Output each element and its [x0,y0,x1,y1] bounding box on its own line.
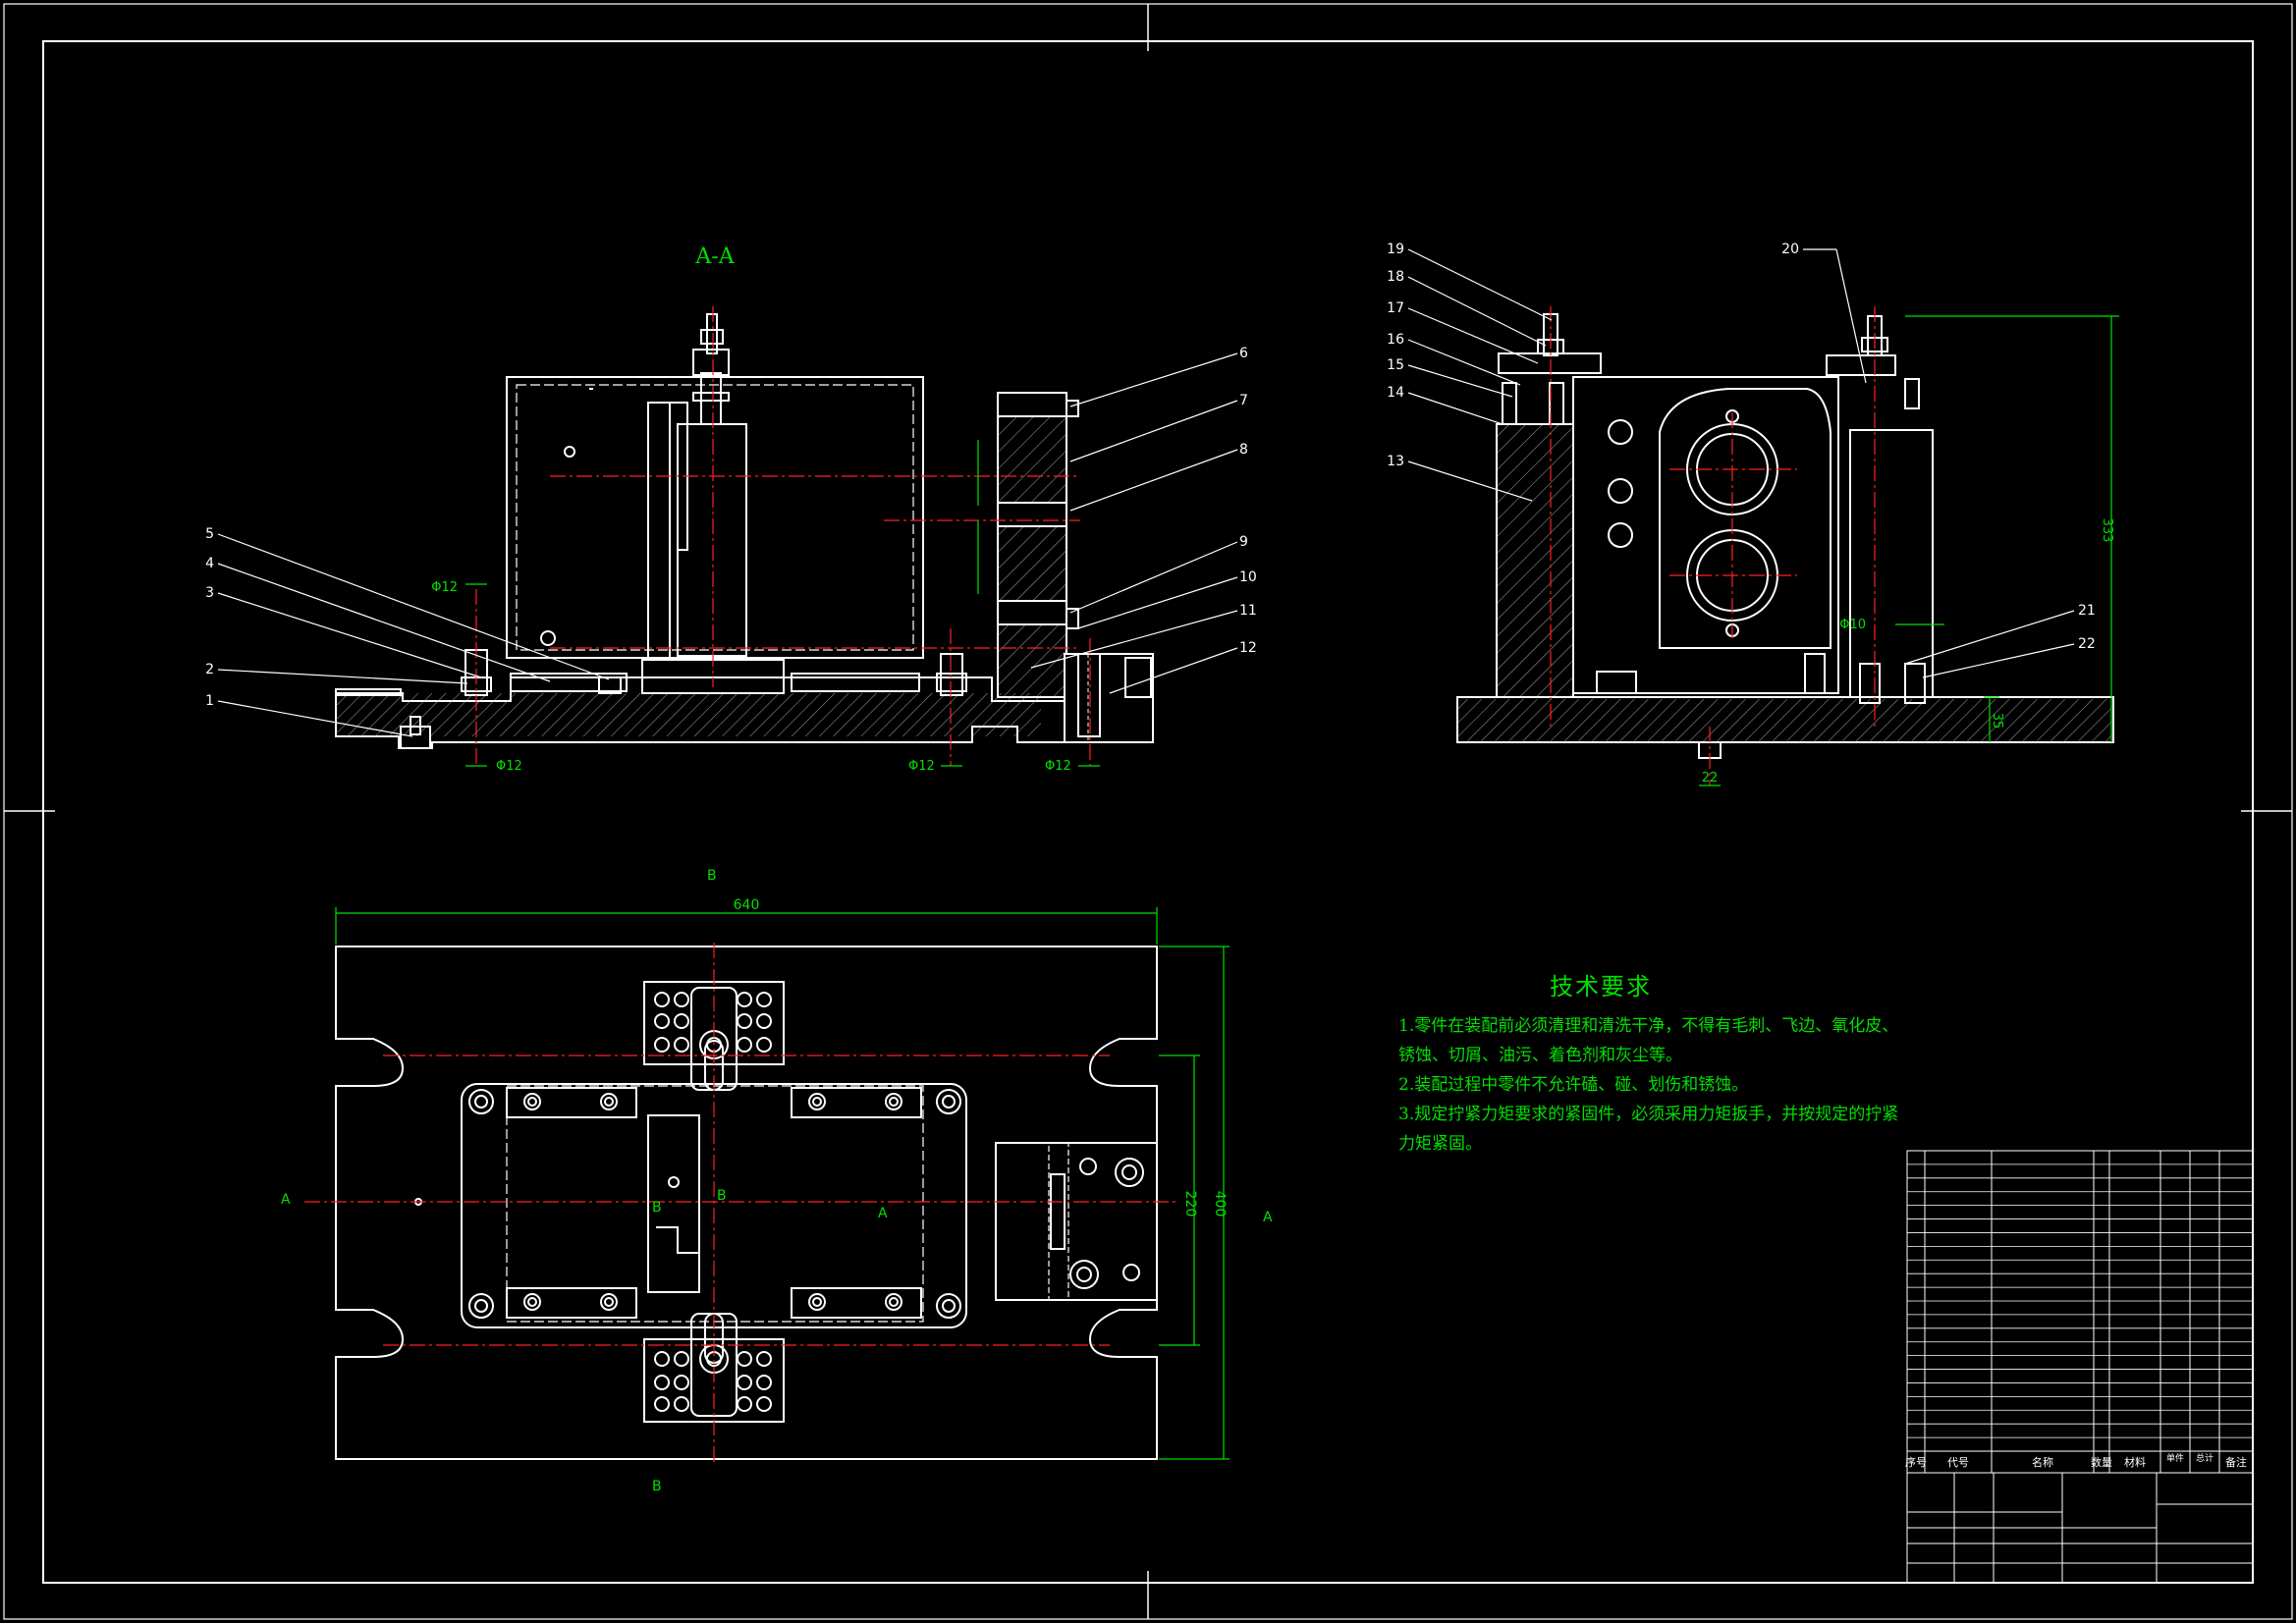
side-centerlines [1550,306,1876,785]
balloon-4: 4 [205,556,214,571]
tech-requirements-title: 技术要求 [1550,973,1652,1001]
balloon-18: 18 [1387,269,1404,285]
front-centerlines [475,306,1091,766]
balloon-2: 2 [205,662,214,677]
balloon-1: 1 [205,693,214,709]
bom-header-4: 材料 [2124,1455,2146,1469]
balloon-15: 15 [1387,357,1404,373]
tech-line-3: 2.装配过程中零件不允许磕、碰、划伤和锈蚀。 [1398,1075,1749,1095]
dim-333: 333 [2100,518,2114,543]
bom-table [1906,1150,2254,1584]
view-marker-b-mid: B [717,1188,727,1204]
leaders-left [217,352,1238,737]
drawing-frame [3,3,2293,1620]
front-section-view [335,313,1154,749]
plan-centerlines [304,943,1178,1463]
side-view [1456,313,2114,759]
balloon-5: 5 [205,526,214,542]
bom-header-7: 备注 [2225,1455,2247,1469]
bom-header-2: 名称 [2032,1455,2053,1469]
balloon-11: 11 [1239,603,1257,619]
tech-line-1: 1.零件在装配前必须清理和清洗干净，不得有毛刺、飞边、氧化皮、 [1398,1016,1899,1036]
view-marker-b-top: B [707,868,717,884]
balloon-6: 6 [1239,346,1248,361]
balloon-20: 20 [1781,242,1799,257]
balloon-9: 9 [1239,534,1248,550]
bom-header-5: 单件 [2166,1452,2184,1464]
bom-header-6: 总计 [2196,1452,2214,1464]
plan-view [335,946,1158,1460]
bom-rows [1907,1163,2253,1438]
balloon-21: 21 [2078,603,2096,619]
view-marker-a-right: A [1263,1210,1273,1225]
balloon-8: 8 [1239,442,1248,458]
view-marker-b-mid2: B [652,1200,662,1216]
balloon-12: 12 [1239,640,1257,656]
bom-header-1: 代号 [1947,1456,1969,1469]
dim-dia-10: Φ10 [1839,618,1866,632]
balloon-3: 3 [205,585,214,601]
bom-header-0: 序号 [1905,1455,1927,1469]
front-dimensions [465,440,1100,767]
leaders-right [1407,248,2075,678]
section-label: A-A [694,244,735,269]
bom-header-3: 数量 [2091,1456,2112,1469]
balloon-16: 16 [1387,332,1404,348]
dim-640: 640 [734,897,760,913]
balloon-13: 13 [1387,454,1404,469]
view-marker-b-bottom: B [652,1479,662,1494]
side-dimensions [1699,315,2119,786]
plan-dimensions [335,907,1230,1460]
balloon-14: 14 [1387,385,1404,401]
dim-400: 400 [1212,1191,1228,1217]
balloon-10: 10 [1239,569,1257,585]
balloon-22: 22 [2078,636,2096,652]
dim-dia-12-a: Φ12 [431,580,458,595]
dim-35: 35 [1990,713,2004,730]
tech-line-5: 力矩紧固。 [1398,1134,1482,1154]
balloon-17: 17 [1387,300,1404,316]
tech-line-4: 3.规定拧紧力矩要求的紧固件，必须采用力矩扳手，并按规定的拧紧 [1398,1105,1899,1124]
balloon-19: 19 [1387,242,1404,257]
dim-dia-12-d: Φ12 [1045,759,1071,774]
dim-22: 22 [1702,771,1719,785]
view-marker-a-left: A [281,1192,291,1208]
tech-requirements-body: 1.零件在装配前必须清理和清洗干净，不得有毛刺、飞边、氧化皮、 锈蚀、切屑、油污… [1398,1011,1899,1159]
dim-dia-12-b: Φ12 [496,759,522,774]
dim-220: 220 [1182,1191,1198,1217]
tech-line-2: 锈蚀、切屑、油污、着色剂和灰尘等。 [1398,1046,1682,1065]
dim-dia-12-c: Φ12 [908,759,935,774]
balloon-7: 7 [1239,393,1248,408]
view-marker-a-mid: A [878,1206,888,1221]
